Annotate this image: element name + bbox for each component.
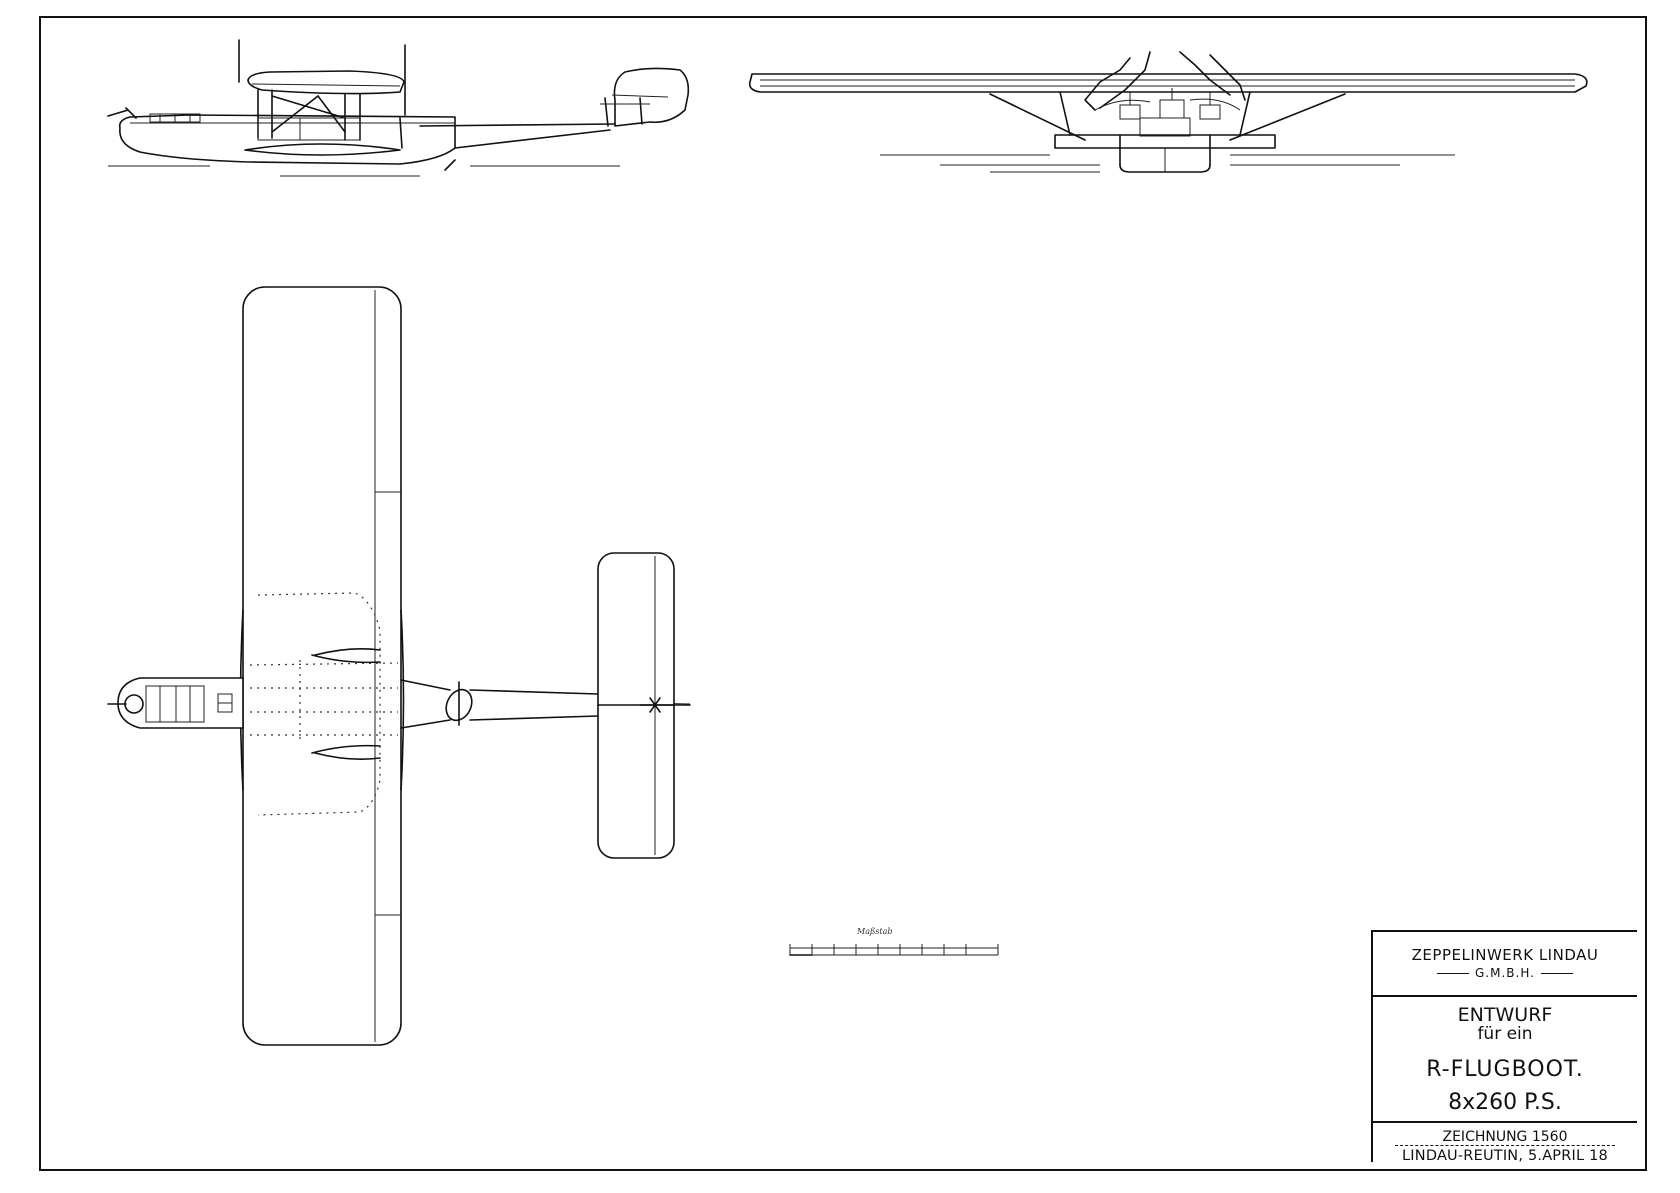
- front-elevation-view: [748, 51, 1588, 173]
- company-section: ZEPPELINWERK LINDAU G.M.B.H.: [1373, 932, 1637, 997]
- design-label: ENTWURF: [1457, 1004, 1553, 1026]
- scale-label: Maßstab: [857, 927, 893, 936]
- place-date: LINDAU-REUTIN, 5.APRIL 18: [1402, 1148, 1608, 1164]
- design-section: ENTWURF für ein R-FLUGBOOT. 8x260 P.S.: [1373, 997, 1637, 1123]
- title-block: ZEPPELINWERK LINDAU G.M.B.H. ENTWURF für…: [1371, 930, 1637, 1164]
- design-subject: R-FLUGBOOT.: [1426, 1057, 1584, 1082]
- plan-view: [107, 286, 691, 1046]
- company-name: ZEPPELINWERK LINDAU: [1411, 946, 1599, 964]
- drawing-frame: [39, 16, 1647, 1171]
- company-legal-form: G.M.B.H.: [1373, 966, 1637, 980]
- drawing-number: ZEICHNUNG 1560: [1395, 1129, 1615, 1146]
- side-elevation-view: [107, 39, 690, 177]
- design-for-label: für ein: [1477, 1024, 1533, 1044]
- scale-bar: [789, 944, 999, 956]
- drawing-info-section: ZEICHNUNG 1560 LINDAU-REUTIN, 5.APRIL 18: [1373, 1123, 1637, 1164]
- engine-power: 8x260 P.S.: [1448, 1090, 1562, 1115]
